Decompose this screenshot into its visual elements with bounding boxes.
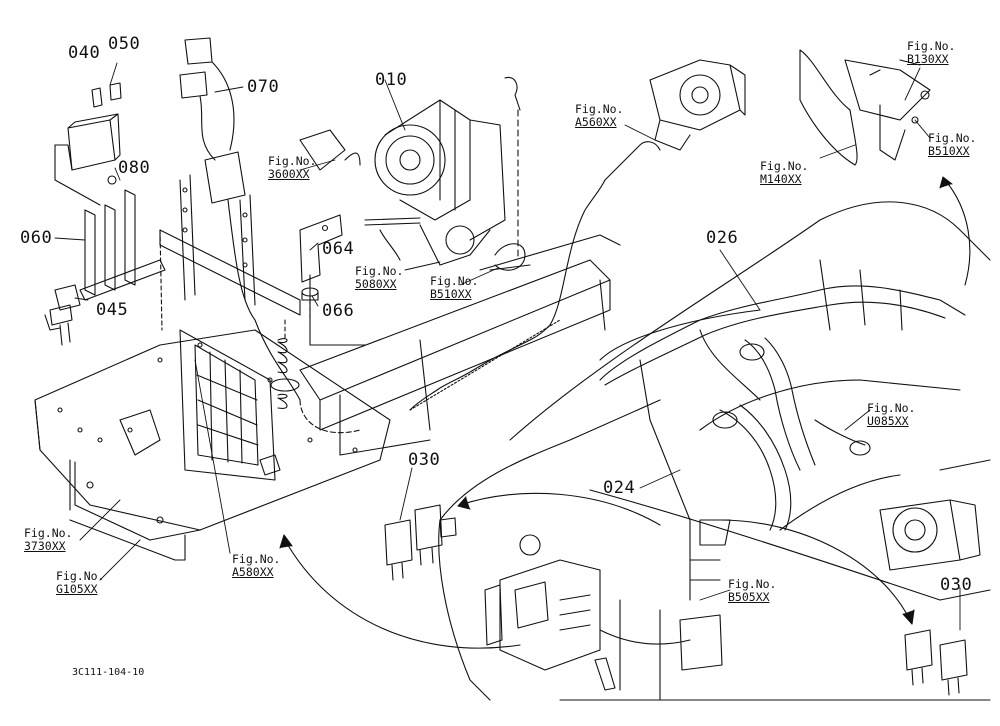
coil-wire — [409, 141, 661, 411]
radiator-hoses — [712, 337, 871, 531]
bracket-064 — [299, 214, 366, 346]
part-050-label: 050 — [108, 34, 141, 54]
part-070-label: 070 — [247, 77, 280, 97]
dashboard-panel — [484, 534, 723, 691]
fig-code: G105XX — [56, 582, 98, 597]
fig-ref-m140: Fig.No. M140XX — [760, 159, 809, 187]
fig-ref-b505: Fig.No. B505XX — [728, 577, 777, 605]
fig-code: B510XX — [430, 287, 472, 302]
part-064-label: 064 — [322, 239, 355, 259]
battery-support-plate — [34, 329, 391, 561]
part-026-label: 026 — [706, 228, 739, 248]
fig-ref-b130: Fig.No. B130XX — [907, 39, 956, 67]
frame-rail — [299, 234, 621, 456]
fig-prefix: Fig.No. — [928, 131, 977, 145]
alternator-cable — [299, 76, 531, 271]
part-040-label: 040 — [68, 43, 101, 63]
leader-lines — [54, 62, 961, 631]
relays-center — [384, 504, 457, 581]
relays-left — [44, 284, 81, 346]
tractor-body — [438, 201, 991, 701]
fig-ref-5080: Fig.No. 5080XX — [355, 264, 404, 292]
battery-grid — [179, 329, 276, 481]
fig-code: U085XX — [867, 414, 909, 429]
fig-ref-a560: Fig.No. A560XX — [575, 102, 624, 130]
part-030-label-right: 030 — [940, 575, 973, 595]
sweep-arrows — [279, 176, 971, 649]
fuse-box — [54, 82, 122, 206]
fig-prefix: Fig.No. — [760, 159, 809, 173]
fig-prefix: Fig.No. — [867, 401, 916, 415]
starter-motor — [649, 59, 746, 151]
fig-ref-3730: Fig.No. 3730XX — [24, 526, 73, 554]
lower-right-alternator — [879, 499, 981, 571]
alternator — [344, 99, 506, 266]
fig-prefix: Fig.No. — [907, 39, 956, 53]
fig-code: 3730XX — [24, 539, 66, 554]
fig-code: B505XX — [728, 590, 770, 605]
part-045-label: 045 — [96, 300, 129, 320]
part-024-label: 024 — [603, 478, 636, 498]
fig-prefix: Fig.No. — [430, 274, 479, 288]
fig-ref-b510-center: Fig.No. B510XX — [430, 274, 479, 302]
fig-code: A580XX — [232, 565, 274, 580]
bolt-066 — [301, 287, 319, 321]
battery-bracket — [79, 174, 301, 331]
fig-ref-u085: Fig.No. U085XX — [867, 401, 916, 429]
fig-prefix: Fig.No. — [268, 154, 317, 168]
fig-prefix: Fig.No. — [575, 102, 624, 116]
part-080-label: 080 — [118, 158, 151, 178]
main-wire-harness — [599, 259, 966, 601]
fig-code: 5080XX — [355, 277, 397, 292]
fig-code: B510XX — [928, 144, 970, 159]
fig-code: 3600XX — [268, 167, 310, 182]
fig-code: M140XX — [760, 172, 802, 187]
fig-ref-g105: Fig.No. G105XX — [56, 569, 105, 597]
spring-clamp — [270, 319, 300, 409]
top-right-bracket — [799, 49, 931, 166]
fig-ref-b510-right: Fig.No. B510XX — [928, 131, 977, 159]
fig-ref-a580: Fig.No. A580XX — [232, 552, 281, 580]
fig-code: B130XX — [907, 52, 949, 67]
fig-prefix: Fig.No. — [728, 577, 777, 591]
part-010-label: 010 — [375, 70, 408, 90]
fig-prefix: Fig.No. — [56, 569, 105, 583]
fig-prefix: Fig.No. — [24, 526, 73, 540]
part-060-label: 060 — [20, 228, 53, 248]
part-030-label-center: 030 — [408, 450, 441, 470]
battery-cable — [179, 37, 361, 434]
fig-prefix: Fig.No. — [232, 552, 281, 566]
drawing-code: 3C111-104-10 — [72, 667, 145, 678]
fig-code: A560XX — [575, 115, 617, 130]
relays-right — [904, 629, 968, 696]
part-066-label: 066 — [322, 301, 355, 321]
fig-prefix: Fig.No. — [355, 264, 404, 278]
fig-ref-3600: Fig.No. 3600XX — [268, 154, 317, 182]
